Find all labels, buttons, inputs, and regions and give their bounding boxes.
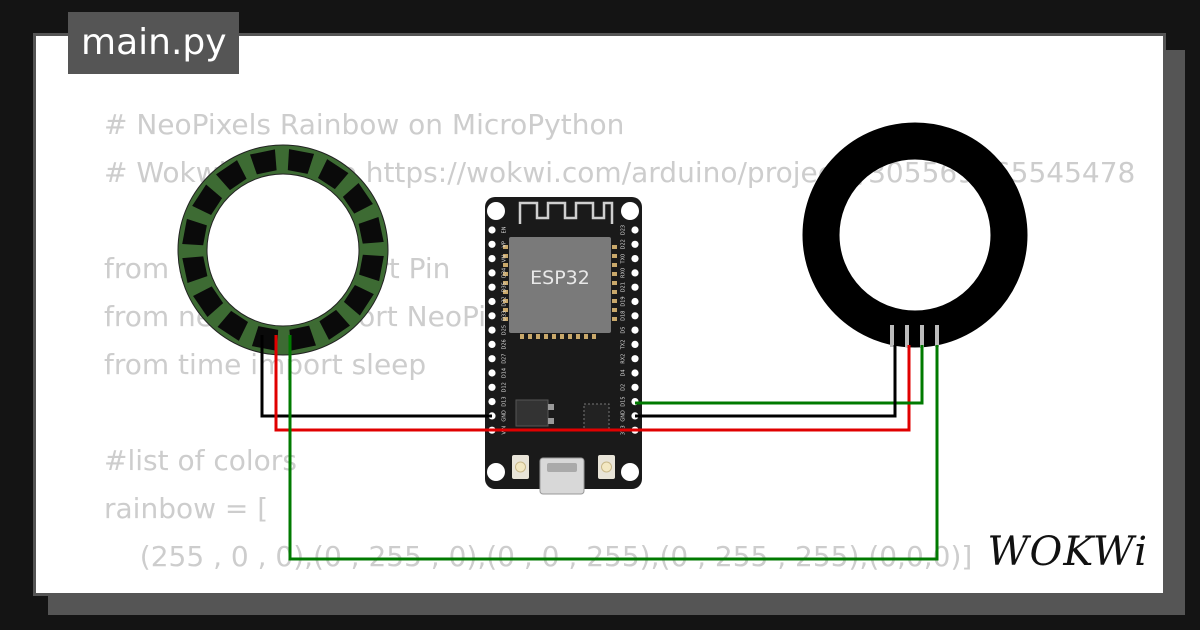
wire-d13-ring: [288, 335, 939, 561]
code-line-10: (255 , 0 , 0),(0 , 255 , 0),(0 , 0 , 255…: [122, 540, 973, 573]
neopixel-led: [250, 149, 277, 175]
neopixel-led: [359, 254, 384, 282]
code-line-6: from time import sleep: [104, 348, 427, 381]
pin-label-left: D32: [502, 296, 508, 306]
pin-label-right: D22: [621, 239, 627, 249]
neopixel-led: [343, 284, 374, 316]
pin-label-right: GND: [621, 410, 627, 422]
wire-gnd-ring: [260, 335, 492, 418]
neopixel-led: [193, 286, 224, 318]
wokwi-logo: WOKWi: [987, 529, 1148, 575]
wire-d15-ring: [635, 345, 924, 405]
pin-label-right: D19: [621, 296, 627, 306]
pin-label-right: D23: [621, 225, 627, 235]
neopixel-led: [251, 326, 279, 351]
code-line-8: #list of colors: [104, 444, 297, 477]
chip-pins: [503, 245, 617, 339]
pin-label-left: D13: [502, 396, 508, 406]
pin-label-right: TX2: [621, 340, 627, 351]
pin-label-left: D34: [502, 268, 508, 278]
pin-label-left: EN: [502, 226, 508, 233]
code-line-1: # NeoPixels Rainbow on MicroPython: [104, 108, 625, 141]
pin-label-right: D5: [621, 327, 627, 334]
pin-label-left: D12: [502, 382, 508, 392]
pin-label-right: RX0: [621, 268, 627, 278]
neopixel-ring[interactable]: [177, 144, 389, 356]
right-pin-labels: D23D22TX0RX0D21D19D18D5TX2RX2D4D2D15GND3…: [621, 225, 627, 435]
neopixel-led: [215, 160, 247, 191]
pin-label-right: D18: [621, 311, 627, 321]
led-ring-component[interactable]: [802, 122, 1028, 348]
pin-label-left: D35: [502, 282, 508, 292]
neopixel-led: [192, 184, 223, 216]
esp32-chip-label: ESP32: [530, 267, 590, 289]
pin-label-left: D14: [502, 368, 508, 378]
neopixel-led: [287, 149, 315, 174]
neopixel-led: [217, 310, 249, 341]
wire-gnd-right: [635, 345, 897, 418]
pin-label-left: D25: [502, 325, 508, 335]
pin-label-left: VN: [502, 255, 508, 262]
pin-header: [488, 226, 639, 434]
neopixel-led: [358, 217, 384, 244]
pin-label-left: D27: [502, 354, 508, 364]
wire-vin-ring: [274, 335, 911, 432]
left-pin-labels: ENVPVND34D35D32D33D25D26D27D14D12D13GNDV…: [502, 226, 508, 434]
esp32-board[interactable]: [485, 197, 642, 495]
neopixel-led: [182, 218, 207, 246]
wires: [260, 335, 939, 561]
esp32-chip: [509, 237, 611, 333]
neopixel-led: [319, 309, 351, 340]
pin-label-left: D33: [502, 311, 508, 321]
neopixel-led: [317, 159, 349, 190]
code-line-9: rainbow = [: [104, 492, 269, 525]
pin-label-right: RX2: [621, 354, 627, 364]
pin-label-right: D4: [621, 369, 627, 376]
pin-label-left: D26: [502, 339, 508, 349]
pin-label-right: D15: [621, 396, 627, 406]
pin-label-right: D2: [621, 384, 627, 391]
neopixel-leds: [182, 149, 384, 351]
neopixel-led: [289, 325, 316, 351]
file-tab[interactable]: main.py: [68, 12, 239, 74]
pin-label-right: TX0: [621, 254, 627, 265]
pin-label-left: VP: [502, 241, 508, 247]
neopixel-led: [182, 256, 208, 283]
pin-label-left: GND: [502, 410, 508, 422]
pin-label-right: D21: [621, 282, 627, 292]
neopixel-led: [342, 182, 373, 214]
